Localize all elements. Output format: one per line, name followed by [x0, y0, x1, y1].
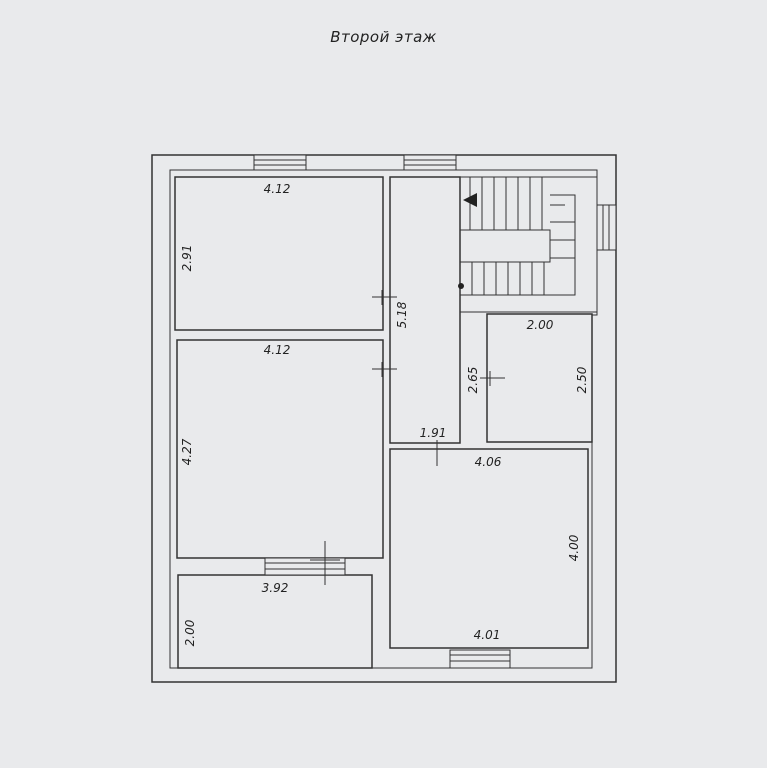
room-bottom-right-width: 4.06 — [475, 455, 502, 469]
room-middle-left — [176, 339, 384, 559]
corridor-height: 5.18 — [395, 301, 409, 328]
room-bottom-right-height: 4.00 — [567, 534, 581, 561]
corridor-width: 1.91 — [420, 426, 447, 440]
room-small-right-height: 2.50 — [575, 366, 589, 393]
staircase — [458, 176, 598, 313]
window-middle — [264, 557, 346, 576]
window-bottom — [449, 649, 511, 669]
room-bottom-right — [389, 448, 589, 649]
room-bottom-left-height: 2.00 — [183, 619, 197, 646]
room-middle-left-width: 4.12 — [264, 343, 291, 357]
window-top-center — [403, 154, 457, 171]
room-small-right-extra: 2.65 — [466, 367, 480, 394]
window-top-left — [253, 154, 307, 171]
door-marks — [310, 290, 505, 585]
corridor — [389, 176, 461, 444]
room-top-left — [174, 176, 384, 331]
outer-wall-outer — [151, 154, 617, 683]
room-top-left-height: 2.91 — [180, 245, 194, 272]
room-top-left-width: 4.12 — [264, 182, 291, 196]
window-right — [596, 204, 617, 251]
room-small-right-width: 2.00 — [527, 318, 554, 332]
page-title: Второй этаж — [330, 28, 437, 46]
room-middle-left-height: 4.27 — [180, 438, 194, 465]
room-bottom-right-bottom: 4.01 — [474, 628, 501, 642]
room-bottom-left-width: 3.92 — [262, 581, 289, 595]
